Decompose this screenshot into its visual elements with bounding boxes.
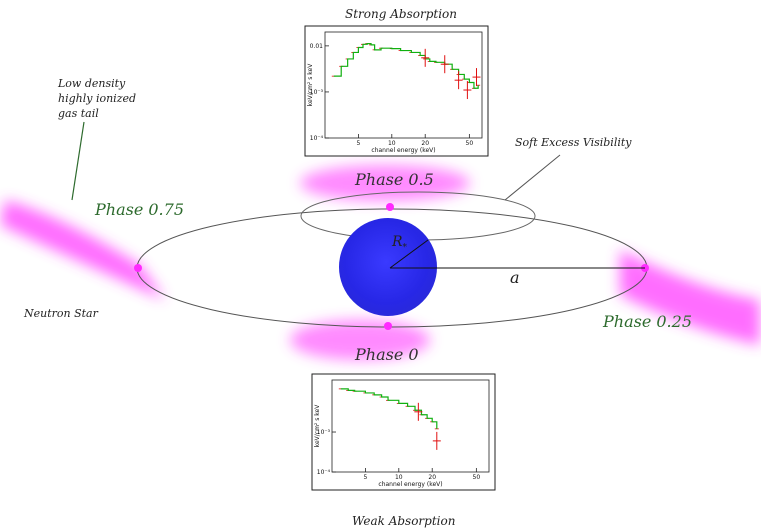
neutron-star-label: Neutron Star bbox=[24, 307, 98, 320]
weak-x-axis-label: channel energy (keV) bbox=[378, 481, 442, 488]
weak-plot-axes bbox=[331, 379, 490, 473]
weak-x-tick-label: 5 bbox=[363, 474, 367, 481]
strong-x-tick-label: 50 bbox=[466, 140, 474, 147]
phase-05-label: Phase 0.5 bbox=[355, 170, 434, 189]
strong-x-tick-label: 10 bbox=[388, 140, 396, 147]
tail-label-line-1: Low density bbox=[58, 77, 126, 90]
strong-plot-axes bbox=[324, 31, 483, 139]
strong-absorption-plot: 5 10 20 50 channel energy (keV) 0.01 10⁻³ 10⁻⁴ k… bbox=[304, 25, 489, 157]
tail-leader-line bbox=[71, 121, 85, 201]
tail-label: Low density highly ionized gas tail bbox=[58, 76, 136, 121]
tail-label-line-3: gas tail bbox=[58, 107, 99, 120]
gas-tail-phase-025 bbox=[620, 250, 760, 345]
radius-line bbox=[389, 239, 429, 269]
weak-absorption-plot: 5 10 20 50 channel energy (keV) 10⁻³ 10⁻⁴ keV/c… bbox=[311, 373, 496, 491]
phase-0-label: Phase 0 bbox=[355, 345, 419, 364]
weak-x-tick-label: 50 bbox=[473, 474, 481, 481]
phase-075-label: Phase 0.75 bbox=[95, 200, 184, 219]
radius-subscript: * bbox=[402, 242, 408, 253]
strong-absorption-title: Strong Absorption bbox=[345, 7, 457, 21]
neutron-star-phase-075 bbox=[134, 264, 142, 272]
weak-model-line bbox=[340, 388, 438, 429]
separation-label: a bbox=[510, 268, 520, 287]
tail-label-line-2: highly ionized bbox=[58, 92, 137, 105]
strong-y-tick-label: 0.01 bbox=[310, 43, 324, 50]
weak-x-tick-label: 10 bbox=[395, 474, 403, 481]
strong-y-tick-label: 10⁻³ bbox=[310, 89, 324, 96]
weak-absorption-title: Weak Absorption bbox=[352, 514, 456, 528]
radius-label: R* bbox=[392, 234, 407, 253]
soft-excess-label: Soft Excess Visibility bbox=[515, 136, 632, 149]
strong-x-tick-label: 5 bbox=[356, 140, 360, 147]
gas-tail-phase-0 bbox=[290, 320, 430, 360]
weak-y-tick-label: 10⁻³ bbox=[317, 429, 331, 436]
weak-x-tick-label: 20 bbox=[428, 474, 436, 481]
soft-excess-leader-line bbox=[504, 154, 561, 201]
neutron-star-phase-05 bbox=[386, 203, 394, 211]
strong-y-tick-label: 10⁻⁴ bbox=[310, 135, 324, 142]
strong-x-tick-label: 20 bbox=[421, 140, 429, 147]
gas-tail-phase-075 bbox=[0, 200, 165, 300]
weak-y-axis-label: keV/cm² s keV bbox=[314, 404, 321, 448]
companion-star bbox=[339, 218, 437, 316]
phase-025-label: Phase 0.25 bbox=[603, 312, 692, 331]
neutron-star-phase-0 bbox=[384, 322, 392, 330]
strong-y-axis-label: keV/cm² s keV bbox=[307, 63, 314, 107]
radius-symbol: R bbox=[392, 234, 403, 250]
strong-x-axis-label: channel energy (keV) bbox=[371, 147, 435, 154]
weak-y-tick-label: 10⁻⁴ bbox=[317, 469, 331, 476]
strong-model-line bbox=[333, 43, 479, 89]
